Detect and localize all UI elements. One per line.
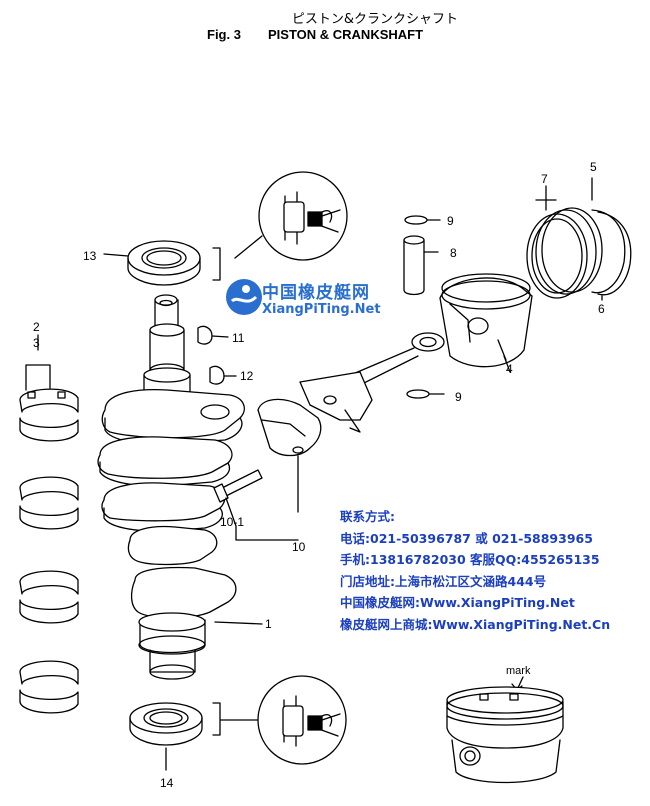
callout-3: 3 bbox=[33, 336, 40, 350]
callout-12: 12 bbox=[240, 369, 254, 383]
callout-14: 14 bbox=[160, 776, 174, 790]
seal-detail-bottom-callout bbox=[212, 675, 347, 765]
watermark-logo bbox=[226, 279, 262, 315]
contact-mobile: 手机:13816782030 客服QQ:455265135 bbox=[340, 552, 600, 567]
piston-mark-view bbox=[446, 676, 564, 784]
callout-9-bottom: 9 bbox=[455, 390, 462, 404]
figure-label: Fig. 3 bbox=[207, 27, 241, 42]
watermark-site-name: 中国橡皮艇网 bbox=[262, 283, 370, 303]
page-title: PISTON & CRANKSHAFT bbox=[268, 27, 424, 42]
piston bbox=[439, 273, 533, 373]
callout-6: 6 bbox=[598, 302, 605, 316]
contact-website: 中国橡皮艇网:Www.XiangPiTing.Net bbox=[340, 595, 575, 610]
seal-detail-top-callout bbox=[212, 171, 348, 281]
contact-shop: 橡皮艇网上商城:Www.XiangPiTing.Net.Cn bbox=[340, 616, 611, 632]
callout-11: 11 bbox=[232, 331, 245, 345]
callout-8: 8 bbox=[450, 246, 457, 260]
watermark-url: XiangPiTing.Net bbox=[262, 302, 381, 317]
title-japanese: ピストン&クランクシャフト bbox=[291, 12, 459, 27]
leader-4 bbox=[497, 339, 507, 361]
contact-address: 门店地址:上海市松江区文涵路444号 bbox=[340, 573, 547, 589]
callout-2: 2 bbox=[33, 320, 40, 334]
callout-13: 13 bbox=[83, 249, 97, 263]
oil-seal-14 bbox=[129, 702, 203, 771]
piston-pin bbox=[403, 215, 445, 399]
callout-10-1: 10-1 bbox=[220, 515, 245, 529]
woodruff-keys bbox=[197, 325, 237, 385]
callout-4: 4 bbox=[506, 362, 513, 376]
callout-7: 7 bbox=[541, 172, 548, 186]
oil-seal-13 bbox=[103, 240, 201, 286]
piston-rings bbox=[526, 177, 632, 301]
connecting-rod bbox=[213, 332, 445, 541]
crankshaft bbox=[97, 294, 263, 680]
main-bearings bbox=[19, 334, 79, 714]
callout-1: 1 bbox=[265, 617, 272, 631]
contact-phone: 电话:021-50396787 或 021-58893965 bbox=[340, 530, 593, 546]
callout-9-top: 9 bbox=[447, 214, 454, 228]
mark-label: mark bbox=[506, 665, 531, 677]
contact-heading: 联系方式: bbox=[340, 509, 395, 524]
callout-10: 10 bbox=[292, 540, 306, 554]
callout-5: 5 bbox=[590, 160, 597, 174]
contact-info: 联系方式: 电话:021-50396787 或 021-58893965 手机:… bbox=[340, 506, 610, 635]
